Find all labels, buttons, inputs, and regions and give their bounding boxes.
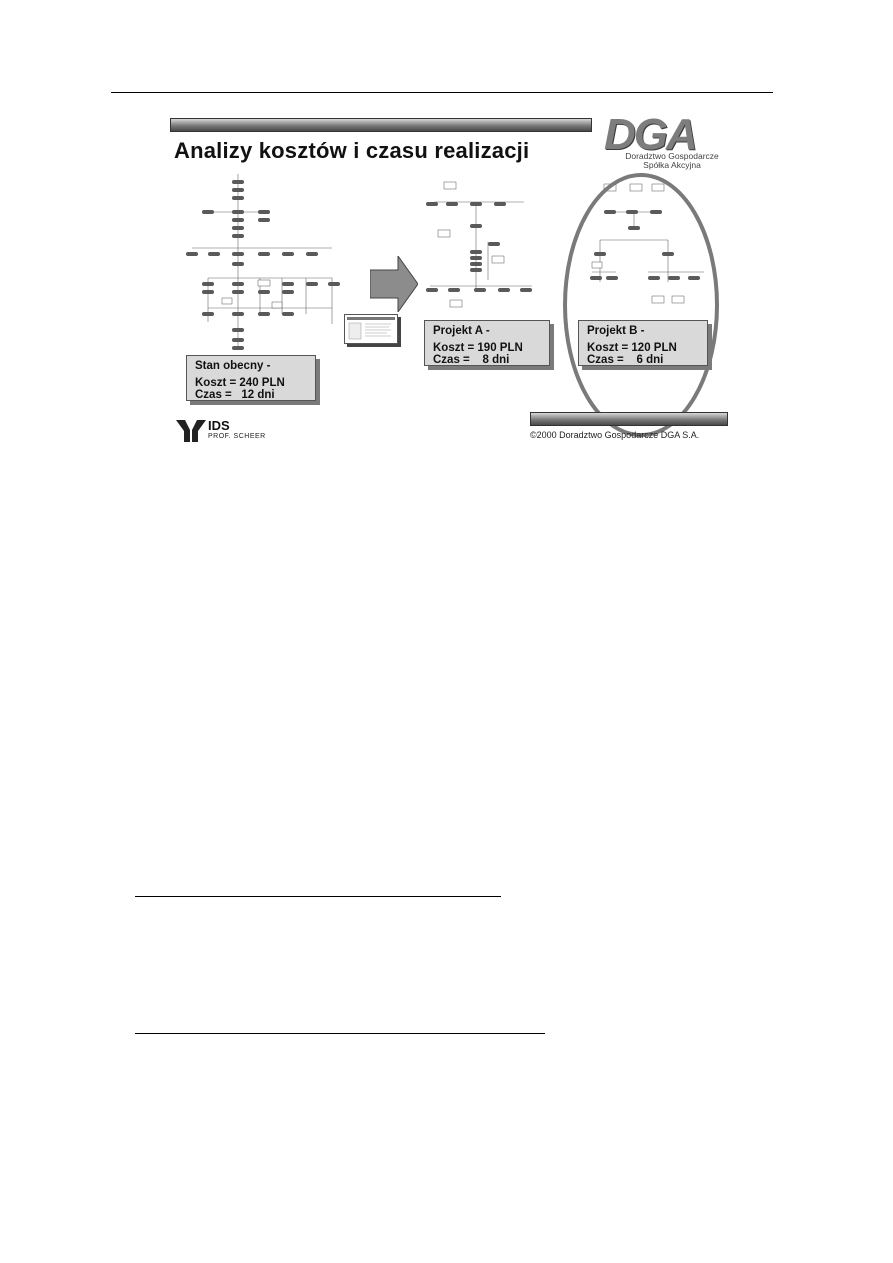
current-process-diagram <box>186 174 340 350</box>
copyright-text: ©2000 Doradztwo Gospodarcze DGA S.A. <box>530 430 700 440</box>
dga-logo: DGA Doradztwo Gospodarcze Spółka Akcyjna <box>604 112 730 172</box>
dga-tagline-line1: Doradztwo Gospodarcze <box>625 151 719 161</box>
current-state-heading: Stan obecny - <box>195 360 271 372</box>
project-a-time: Czas = 8 dni <box>433 354 510 366</box>
project-a-process-diagram <box>426 181 532 308</box>
project-a-heading: Projekt A - <box>433 325 490 337</box>
footer-bar <box>530 412 728 426</box>
dga-logo-text: DGA <box>604 110 698 159</box>
dga-tagline: Doradztwo Gospodarcze Spółka Akcyjna <box>614 152 730 170</box>
project-b-process-diagram <box>590 183 704 304</box>
project-b-cost: Koszt = 120 PLN <box>587 342 677 354</box>
slide-image: Analizy kosztów i czasu realizacji DGA D… <box>166 110 732 452</box>
project-b-time: Czas = 6 dni <box>587 354 664 366</box>
current-state-time: Czas = 12 dni <box>195 389 275 401</box>
page-top-rule <box>111 92 773 93</box>
dga-tagline-line2: Spółka Akcyjna <box>643 160 701 170</box>
project-a-box: Projekt A - Koszt = 190 PLN Czas = 8 dni <box>424 320 550 366</box>
ids-logo-name: IDS <box>208 418 230 433</box>
ids-logo-icon <box>176 420 206 442</box>
arrow-right-icon <box>370 256 418 312</box>
project-a-cost: Koszt = 190 PLN <box>433 342 523 354</box>
slide-title: Analizy kosztów i czasu realizacji <box>174 138 530 163</box>
ids-logo-subtitle: PROF. SCHEER <box>208 433 266 440</box>
footnote-rule-1 <box>135 896 501 897</box>
title-bar <box>170 118 592 132</box>
current-state-box: Stan obecny - Koszt = 240 PLN Czas = 12 … <box>186 355 316 401</box>
ids-logo: IDS PROF. SCHEER <box>176 418 286 444</box>
footnote-rule-2 <box>135 1033 545 1034</box>
project-b-box: Projekt B - Koszt = 120 PLN Czas = 6 dni <box>578 320 708 366</box>
current-state-cost: Koszt = 240 PLN <box>195 377 285 389</box>
highlight-ellipse <box>563 173 719 437</box>
software-thumbnail-icon <box>344 314 398 344</box>
project-b-heading: Projekt B - <box>587 325 645 337</box>
